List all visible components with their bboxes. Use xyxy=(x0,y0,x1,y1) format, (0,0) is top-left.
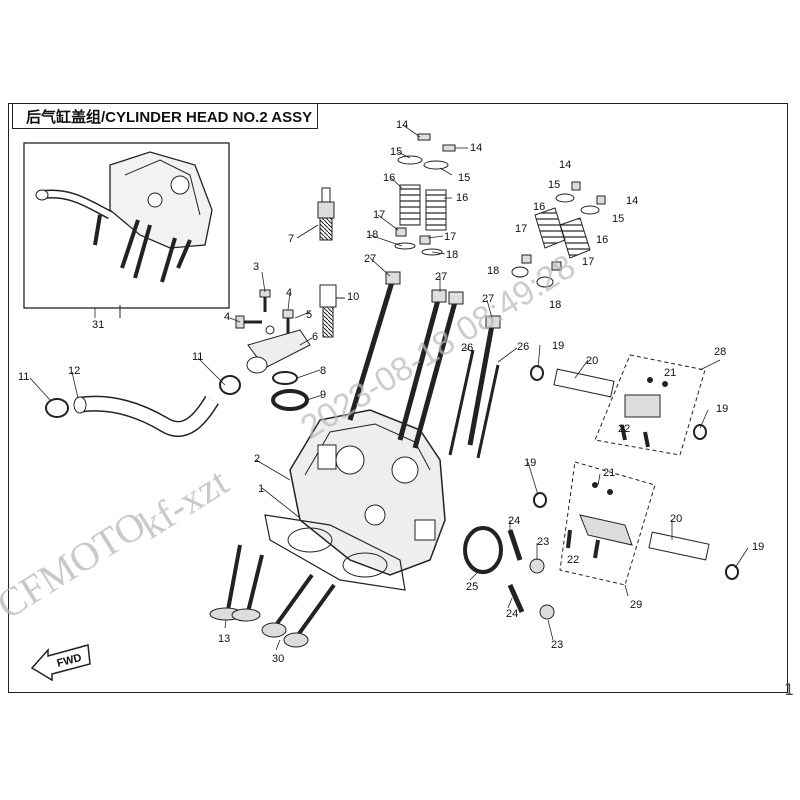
callout-13: 13 xyxy=(218,633,230,645)
callout-16: 16 xyxy=(596,234,608,246)
callout-31: 31 xyxy=(92,319,104,331)
callout-9: 9 xyxy=(320,389,326,401)
callout-21: 21 xyxy=(664,367,676,379)
callout-19: 19 xyxy=(716,403,728,415)
callout-17: 17 xyxy=(373,209,385,221)
callout-24: 24 xyxy=(508,515,520,527)
callout-12: 12 xyxy=(68,365,80,377)
callout-4: 4 xyxy=(286,287,292,299)
part-rocker-assembly-28 xyxy=(530,354,707,456)
callout-15: 15 xyxy=(612,213,624,225)
inset-assembly-31 xyxy=(23,142,230,318)
diagram-frame xyxy=(8,103,788,693)
callout-14: 14 xyxy=(626,195,638,207)
callout-25: 25 xyxy=(466,581,478,593)
page-number: 1 xyxy=(784,680,795,699)
part-bolts-fittings xyxy=(235,289,311,411)
callout-17: 17 xyxy=(444,231,456,243)
callout-14: 14 xyxy=(470,142,482,154)
callout-8: 8 xyxy=(320,365,326,377)
callout-11: 11 xyxy=(192,351,203,363)
callout-28: 28 xyxy=(714,346,726,358)
callout-17: 17 xyxy=(582,256,594,268)
callout-14: 14 xyxy=(396,119,408,131)
callout-22: 22 xyxy=(567,554,579,566)
callout-17: 17 xyxy=(515,223,527,235)
part-spark-plug xyxy=(296,187,335,241)
callout-29: 29 xyxy=(630,599,642,611)
callout-18: 18 xyxy=(549,299,561,311)
part-hose-12 xyxy=(45,375,241,437)
callout-14: 14 xyxy=(559,159,571,171)
callout-23: 23 xyxy=(551,639,563,651)
callout-11: 11 xyxy=(18,371,29,383)
callout-18: 18 xyxy=(446,249,458,261)
callout-24: 24 xyxy=(506,608,518,620)
part-head-bolts xyxy=(347,271,501,459)
callout-20: 20 xyxy=(586,355,598,367)
callout-20: 20 xyxy=(670,513,682,525)
watermark-user: kf-xzt xyxy=(131,459,236,548)
callout-2: 2 xyxy=(254,453,260,465)
callout-30: 30 xyxy=(272,653,284,665)
callout-4: 4 xyxy=(224,311,230,323)
callout-15: 15 xyxy=(390,146,402,158)
watermark-brand: CFMOTO xyxy=(0,502,154,628)
part-valves xyxy=(209,544,336,648)
callout-27: 27 xyxy=(435,271,447,283)
callout-10: 10 xyxy=(347,291,359,303)
callout-7: 7 xyxy=(288,233,294,245)
callout-16: 16 xyxy=(456,192,468,204)
callout-1: 1 xyxy=(258,483,264,495)
callout-18: 18 xyxy=(487,265,499,277)
callout-3: 3 xyxy=(253,261,259,273)
part-oring-studs xyxy=(463,526,555,620)
callout-6: 6 xyxy=(312,331,318,343)
callout-22: 22 xyxy=(618,423,630,435)
callout-19: 19 xyxy=(524,457,536,469)
callout-27: 27 xyxy=(482,293,494,305)
callout-18: 18 xyxy=(366,229,378,241)
callout-26: 26 xyxy=(461,342,473,354)
callout-23: 23 xyxy=(537,536,549,548)
callout-16: 16 xyxy=(533,201,545,213)
part-valve-springs-right xyxy=(511,181,606,288)
callout-16: 16 xyxy=(383,172,395,184)
diagram-title: 后气缸盖组/CYLINDER HEAD NO.2 ASSY xyxy=(26,109,313,126)
part-cylinder-head xyxy=(264,409,446,591)
callout-21: 21 xyxy=(603,467,615,479)
callout-26: 26 xyxy=(517,341,529,353)
callout-27: 27 xyxy=(364,253,376,265)
callout-15: 15 xyxy=(458,172,470,184)
fwd-arrow-icon: FWD xyxy=(30,644,91,682)
callout-15: 15 xyxy=(548,179,560,191)
title-box xyxy=(12,103,318,129)
callout-5: 5 xyxy=(306,309,312,321)
callout-19: 19 xyxy=(752,541,764,553)
part-rocker-assembly-29 xyxy=(533,461,739,586)
callout-19: 19 xyxy=(552,340,564,352)
part-sensor-10 xyxy=(319,284,345,338)
leader-lines xyxy=(29,124,749,651)
